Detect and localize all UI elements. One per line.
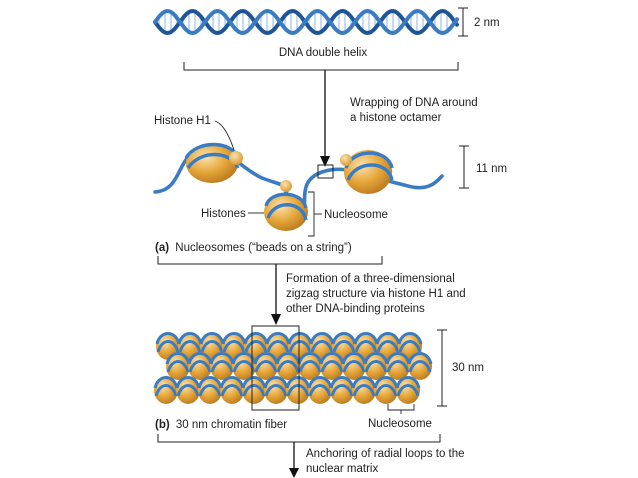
fiber-zoom-box (251, 325, 300, 411)
fiber-nucleosome (395, 376, 421, 404)
helix-scale-label: 2 nm (474, 17, 500, 29)
histones-label: Histones (201, 208, 246, 220)
fiber-nucleosome (351, 376, 377, 404)
fiber-nucleosome (209, 352, 235, 380)
fiber-nucleosome (263, 376, 289, 404)
fiber-nucleosome (219, 376, 245, 404)
panel-a-caption: (a) Nucleosomes (“beads on a string”) (155, 242, 352, 254)
fiber-nucleosome (197, 376, 223, 404)
nucleosome-left (184, 142, 240, 183)
fiber-nucleosome (329, 376, 355, 404)
panel-a-bracket (157, 256, 383, 265)
histone-h1-bead-right (340, 154, 352, 166)
helix-label: DNA double helix (279, 47, 367, 59)
histone-h1-bead (229, 151, 243, 165)
panel-b-caption-letter: (b) (155, 419, 170, 431)
step1-line1: Wrapping of DNA around (350, 97, 478, 109)
fiber-nucleosome (231, 352, 257, 380)
fiber-nucleosome (165, 352, 191, 380)
panel-a-caption-letter: (a) (155, 242, 169, 254)
histone-h1-label: Histone H1 (154, 115, 211, 127)
panel-b-bracket (157, 434, 441, 443)
nucleosome-middle (264, 192, 308, 231)
dna-double-helix (153, 8, 459, 36)
fiber-nucleosome (253, 352, 279, 380)
nucleosome-bracket-a (308, 191, 315, 237)
panel-b-caption: (b) 30 nm chromatin fiber (155, 419, 287, 431)
nucleosome-label-b: Nucleosome (368, 418, 432, 430)
helix-strand-2 (153, 8, 459, 36)
step2-line1: Formation of a three-dimensional (286, 273, 455, 285)
histone-h1-leader (214, 120, 235, 151)
fiber-nucleosome (363, 352, 389, 380)
arrow-zigzag (271, 264, 281, 325)
panel-a-scale (459, 145, 469, 189)
fiber-nucleosome (341, 352, 367, 380)
chromatin-fiber-30nm (153, 332, 433, 404)
panel-a-caption-text: Nucleosomes (“beads on a string”) (175, 242, 352, 254)
fiber-nucleosome (297, 352, 323, 380)
beads-on-string (153, 142, 444, 231)
step2-line3: other DNA-binding proteins (286, 303, 425, 315)
helix-scale (458, 7, 468, 37)
step3-line1: Anchoring of radial loops to the (306, 448, 465, 460)
step3-line2: nuclear matrix (306, 463, 378, 475)
fiber-nucleosome (241, 376, 267, 404)
fiber-nucleosome (175, 376, 201, 404)
nucleosome-right (344, 150, 394, 194)
fiber-nucleosome (187, 352, 213, 380)
step2-line2: zigzag structure via histone H1 and (286, 288, 466, 300)
nucleosome-bracket-b (387, 404, 415, 411)
fiber-nucleosome (307, 376, 333, 404)
arrow-anchoring (289, 442, 299, 478)
step1-line2: a histone octamer (350, 112, 442, 124)
panel-a-scale-label: 11 nm (476, 163, 507, 175)
fiber-nucleosome (285, 376, 311, 404)
fiber-nucleosome (385, 352, 411, 380)
linker-bead (280, 180, 292, 192)
zoom-box-linker (317, 164, 334, 179)
arrow-wrapping (320, 70, 330, 167)
fiber-nucleosome (153, 376, 179, 404)
nucleosome-label-a: Nucleosome (324, 209, 388, 221)
helix-bracket (183, 62, 459, 71)
fiber-nucleosome (275, 352, 301, 380)
panel-b-scale-label: 30 nm (452, 362, 484, 374)
panel-b-scale (437, 329, 447, 407)
fiber-nucleosome (373, 376, 399, 404)
fiber-nucleosome (319, 352, 345, 380)
panel-b-caption-text: 30 nm chromatin fiber (176, 419, 287, 431)
fiber-nucleosome (407, 352, 433, 380)
